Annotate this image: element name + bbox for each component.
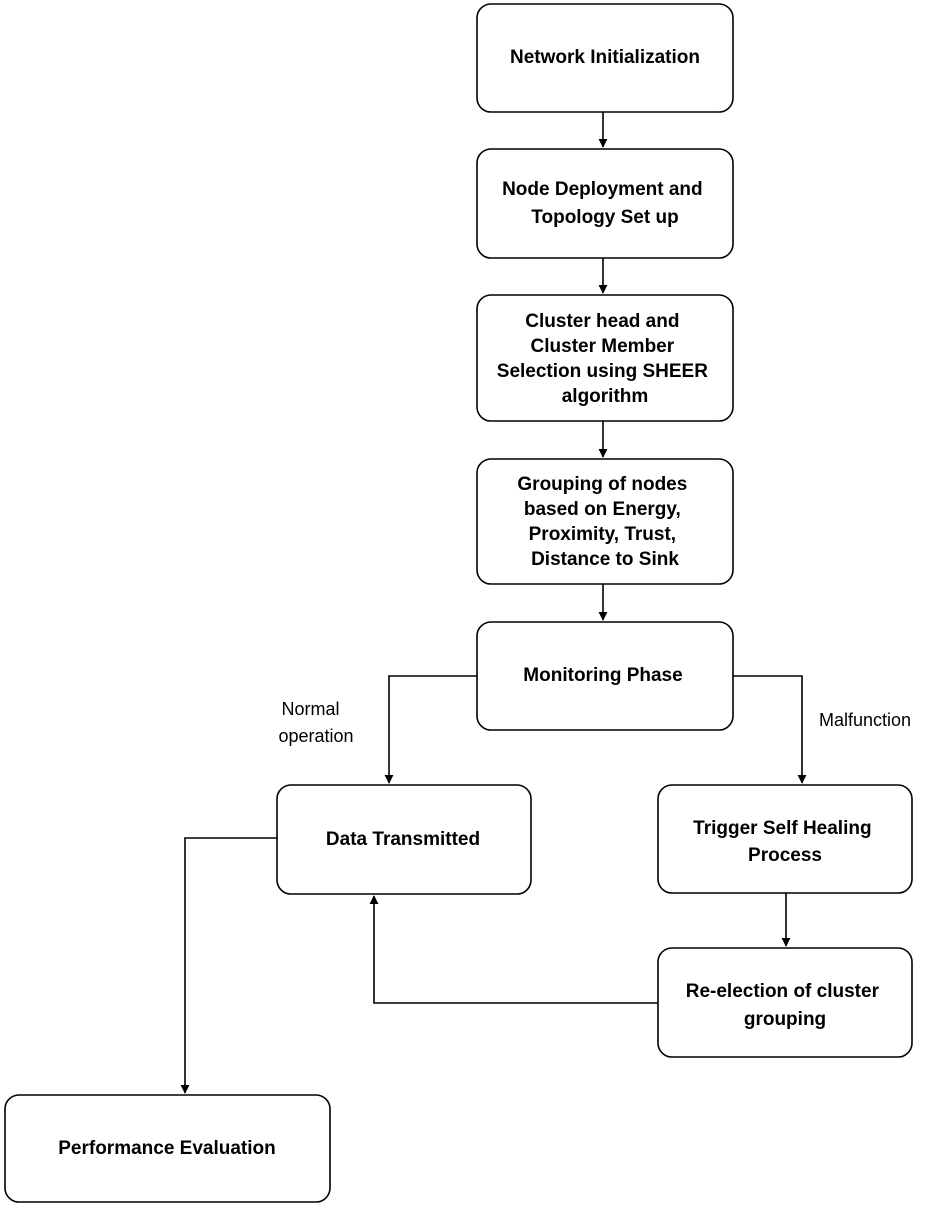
node-re-election: Re-election of cluster grouping [657, 947, 913, 1058]
node-node-deployment: Node Deployment and Topology Set up [476, 148, 734, 259]
node-cluster-head-selection: Cluster head and Cluster Member Selectio… [476, 294, 734, 422]
node-monitoring-phase-label: Monitoring Phase [523, 665, 682, 686]
malfunction-label-line-1: Malfunction [819, 710, 911, 730]
nodes: Network Initialization Node Deployment a… [4, 3, 913, 1203]
edges [180, 112, 807, 1094]
malfunction-label: Malfunction [819, 710, 911, 730]
node-cluster-head-selection-label: Cluster head and Cluster Member Selectio… [497, 311, 713, 407]
node-trigger-self-healing: Trigger Self Healing Process [657, 784, 913, 894]
node-monitoring-phase: Monitoring Phase [476, 621, 734, 731]
edge-data-transmitted-to-performance [180, 837, 277, 1094]
node-grouping-of-nodes-label: Grouping of nodes based on Energy, Proxi… [517, 474, 692, 570]
node-data-transmitted: Data Transmitted [276, 784, 532, 895]
edge-monitoring-to-data-transmitted [384, 675, 477, 784]
node-performance-evaluation: Performance Evaluation [4, 1094, 331, 1203]
normal-operation-label-line-1: Normal [281, 699, 339, 719]
edge-labels: Normal operation Malfunction [278, 699, 911, 746]
node-grouping-of-nodes: Grouping of nodes based on Energy, Proxi… [476, 458, 734, 585]
node-network-initialization-label: Network Initialization [510, 47, 700, 68]
node-trigger-self-healing-label: Trigger Self Healing Process [693, 818, 877, 866]
normal-operation-label-line-2: operation [278, 726, 353, 746]
node-node-deployment-label: Node Deployment and Topology Set up [502, 179, 708, 228]
node-performance-evaluation-label: Performance Evaluation [58, 1138, 276, 1159]
normal-operation-label: Normal operation [278, 699, 353, 746]
edge-re-election-to-data-transmitted [369, 895, 658, 1004]
node-data-transmitted-label: Data Transmitted [326, 829, 480, 850]
node-network-initialization: Network Initialization [476, 3, 734, 113]
edge-monitoring-to-self-healing [733, 675, 807, 784]
node-re-election-label: Re-election of cluster grouping [686, 981, 885, 1030]
